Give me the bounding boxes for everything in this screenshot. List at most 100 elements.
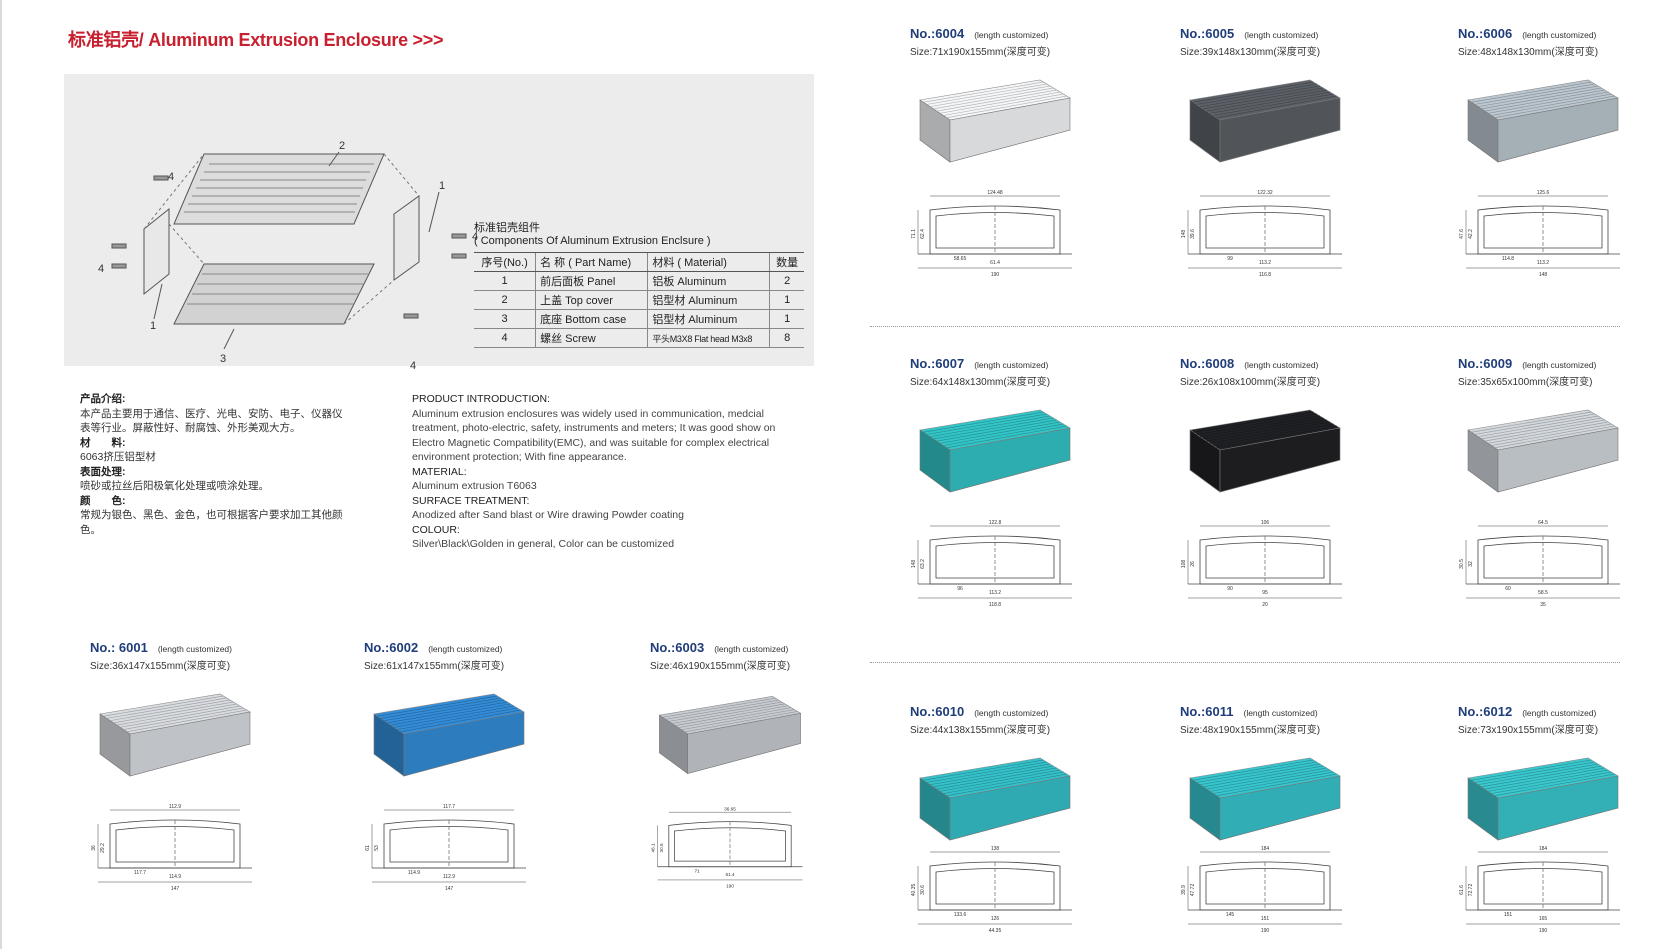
dimension-label: 124.48 xyxy=(987,190,1003,196)
length-customized-note: (length customized) xyxy=(1522,30,1597,40)
product-6010: No.:6010 (length customized) Size:44x138x1… xyxy=(910,704,1170,944)
product-6011: No.:6011 (length customized) Size:48x190x1… xyxy=(1180,704,1440,944)
enclosure-photo xyxy=(919,409,1071,493)
enclosure-photo xyxy=(658,696,802,775)
dimension-label: 126 xyxy=(991,916,1000,922)
dimension-label: 95 xyxy=(1262,590,1268,596)
dimension-label: 42.2 xyxy=(1468,229,1474,239)
callout-4-top: 4 xyxy=(168,171,174,183)
product-size: Size:35x65x100mm(深度可变) xyxy=(1458,377,1593,388)
product-number: No.:6012(length customized) xyxy=(1458,704,1657,719)
product-number: No.:6003 (length customized) xyxy=(650,640,830,655)
enclosure-photo xyxy=(1189,757,1341,841)
dimension-label: 117.7 xyxy=(443,804,455,810)
product-number-text: No.:6003 xyxy=(650,640,705,655)
product-number-text: No.:6009 xyxy=(1458,356,1513,371)
product-6005: No.:6005 (length customized) Size:39x148x1… xyxy=(1180,26,1440,296)
product-6003: No.:6003(length customized)Size:46x190x1… xyxy=(650,640,830,940)
left-page: 标准铝壳/ Aluminum Extrusion Enclosure >>> xyxy=(0,0,828,949)
length-customized-note: (length customized) xyxy=(974,360,1049,370)
page-title: 标准铝壳/ Aluminum Extrusion Enclosure >>> xyxy=(68,30,444,50)
dimension-label: 114.8 xyxy=(1502,256,1514,262)
dimension-label: 147 xyxy=(445,886,454,892)
product-number-text: No.:6002 xyxy=(364,640,419,655)
exploded-assembly-diagram: 2 1 3 1 4 4 4 4 xyxy=(98,140,478,372)
dimension-label: 184 xyxy=(1539,846,1548,852)
dimension-label: 99 xyxy=(1227,256,1233,262)
product-size: Size:71x190x155mm(深度可变) xyxy=(910,47,1051,58)
dimension-label: 61 xyxy=(365,845,371,851)
product-number-text: No.:6008 xyxy=(1180,356,1235,371)
length-customized-note: (length customized) xyxy=(1522,708,1597,718)
product-size: Size:61x147x155mm(深度可变) xyxy=(364,661,505,672)
dimension-label: 96 xyxy=(957,586,963,592)
dimension-label: 122.32 xyxy=(1257,190,1273,196)
dimension-label: 53 xyxy=(374,845,380,851)
enclosure-photo xyxy=(1467,757,1619,841)
dimension-label: 72.72 xyxy=(1468,884,1474,897)
product-size: Size:44x138x155mm(深度可变) xyxy=(910,725,1051,736)
product-6002: No.:6002(length customized) Size:61x147x1… xyxy=(364,640,614,940)
dimension-label: 32 xyxy=(1468,561,1474,567)
dimension-label: 112.9 xyxy=(443,874,455,880)
dimension-label: 118.8 xyxy=(989,602,1001,608)
dimension-label: 36.65 xyxy=(724,806,736,811)
right-page: No.:6004 (length customized) Size:71x190x1… xyxy=(828,0,1657,949)
product-number-text: No.:6004 xyxy=(910,26,965,41)
product-size: Size:73x190x155mm(深度可变) xyxy=(1458,725,1599,736)
dimension-label: 190 xyxy=(991,272,1000,278)
dimension-label: 133.6 xyxy=(954,912,967,918)
product-number: No.:6011 (length customized) xyxy=(1180,704,1440,719)
dimension-label: 47.6 xyxy=(1459,229,1465,239)
dimension-label: 113.2 xyxy=(989,590,1001,596)
length-customized-note: (length customized) xyxy=(974,708,1049,718)
callout-4-right: 4 xyxy=(472,231,478,243)
callout-3: 3 xyxy=(220,353,226,365)
dimension-label: 64.5 xyxy=(1538,520,1548,526)
product-number: No.:6005 (length customized) xyxy=(1180,26,1440,41)
dimension-label: 190 xyxy=(726,883,734,888)
dimension-label: 30.5 xyxy=(659,843,664,853)
product-size: Size:39x148x130mm(深度可变) xyxy=(1180,47,1321,58)
dimension-label: 116.8 xyxy=(1259,272,1271,278)
dimension-label: 60 xyxy=(1505,586,1511,592)
product-6004: No.:6004(length customized)Size:71x190x1… xyxy=(910,26,1170,296)
dimension-label: 39.6 xyxy=(1190,229,1196,239)
length-customized-note: (length customized) xyxy=(714,644,789,654)
product-6007: No.:6007(length customized)Size:64x148x1… xyxy=(910,356,1170,626)
dimension-label: 30.6 xyxy=(920,885,926,895)
product-number: No.:6007(length customized) xyxy=(910,356,1170,371)
enclosure-photo xyxy=(99,693,251,777)
product-number-text: No.:6005 xyxy=(1180,26,1235,41)
dimension-label: 46.1 xyxy=(651,843,656,853)
length-customized-note: (length customized) xyxy=(1244,360,1319,370)
dimension-label: 61.4 xyxy=(990,260,1000,266)
dimension-label: 108 xyxy=(1181,560,1187,569)
product-number: No.:6006(length customized) xyxy=(1458,26,1657,41)
dimension-label: 114.9 xyxy=(169,874,181,880)
dimension-label: 36 xyxy=(91,845,97,851)
product-number: No.:6002(length customized) xyxy=(364,640,614,655)
dimension-label: 39.9 xyxy=(1181,885,1187,895)
callout-1-left: 1 xyxy=(150,320,156,332)
product-number-text: No.:6010 xyxy=(910,704,965,719)
dimension-label: 35 xyxy=(1540,602,1546,608)
exploded-view-panel: 2 1 3 1 4 4 4 4 标准铝壳组件 ( Components Of A… xyxy=(64,74,814,372)
product-size: Size:36x147x155mm(深度可变) xyxy=(90,661,231,672)
dimension-label: 148 xyxy=(1539,272,1548,278)
product-size: Size:48x190x155mm(深度可变) xyxy=(1180,725,1321,736)
product-number: No.: 6001(length customized) xyxy=(90,640,340,655)
length-customized-note: (length customized) xyxy=(1244,30,1319,40)
product-6009: No.:6009(length customized)Size:35x65x10… xyxy=(1458,356,1657,626)
product-number-text: No.:6011 xyxy=(1180,704,1234,719)
dimension-label: 61.4 xyxy=(725,872,735,877)
length-customized-note: (length customized) xyxy=(1243,708,1318,718)
row-divider xyxy=(870,326,1620,327)
